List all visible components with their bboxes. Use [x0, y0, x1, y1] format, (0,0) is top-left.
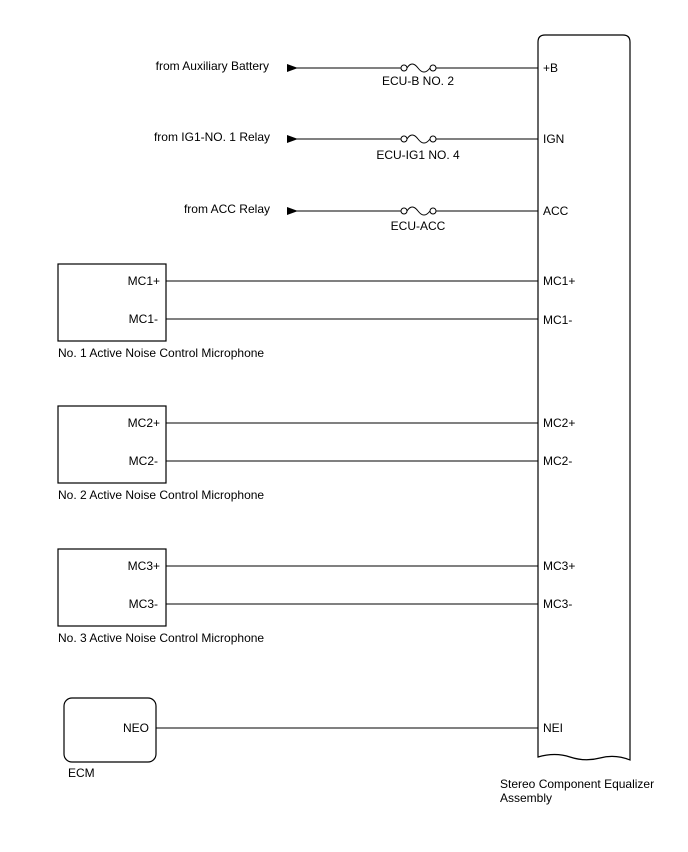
terminal-positive: MC3+: [543, 559, 575, 573]
pin-negative: MC2-: [129, 454, 158, 468]
source-label: from Auxiliary Battery: [156, 59, 269, 73]
terminal-negative: MC2-: [543, 454, 572, 468]
terminal-label: ACC: [543, 204, 569, 218]
fuse-label: ECU-ACC: [391, 219, 446, 233]
equalizer-name-line2: Assembly: [500, 791, 552, 805]
terminal-negative: MC3-: [543, 597, 572, 611]
fuse-label: ECU-B NO. 2: [382, 74, 454, 88]
microphone-2: MC2+ MC2- MC2+ MC2- No. 2 Active Noise C…: [57, 405, 575, 502]
ecm-pin: NEO: [123, 721, 149, 735]
power-input-auxiliary-battery: from Auxiliary Battery ECU-B NO. 2 +B: [156, 59, 558, 88]
microphone-name: No. 3 Active Noise Control Microphone: [58, 631, 264, 645]
pin-positive: MC2+: [128, 416, 160, 430]
terminal-label: IGN: [543, 132, 564, 146]
fuse-label: ECU-IG1 NO. 4: [376, 148, 460, 162]
microphone-name: No. 1 Active Noise Control Microphone: [58, 346, 264, 360]
equalizer-assembly-box: [537, 34, 631, 761]
source-label: from IG1-NO. 1 Relay: [154, 130, 270, 144]
terminal-positive: MC2+: [543, 416, 575, 430]
ecm-name: ECM: [68, 766, 95, 780]
microphone-1: MC1+ MC1- MC1+ MC1- No. 1 Active Noise C…: [57, 263, 575, 360]
pin-negative: MC1-: [129, 312, 158, 326]
microphone-name: No. 2 Active Noise Control Microphone: [58, 488, 264, 502]
pin-positive: MC1+: [128, 274, 160, 288]
pin-positive: MC3+: [128, 559, 160, 573]
ecm: NEO NEI ECM: [63, 697, 563, 780]
source-label: from ACC Relay: [184, 202, 270, 216]
pin-negative: MC3-: [129, 597, 158, 611]
microphone-3: MC3+ MC3- MC3+ MC3- No. 3 Active Noise C…: [57, 548, 575, 645]
power-input-ig1-relay: from IG1-NO. 1 Relay ECU-IG1 NO. 4 IGN: [154, 130, 564, 162]
terminal-label: +B: [543, 61, 558, 75]
equalizer-name-line1: Stereo Component Equalizer: [500, 777, 654, 791]
power-input-acc-relay: from ACC Relay ECU-ACC ACC: [184, 202, 569, 233]
terminal-negative: MC1-: [543, 313, 572, 327]
ecm-terminal: NEI: [543, 721, 563, 735]
terminal-positive: MC1+: [543, 274, 575, 288]
